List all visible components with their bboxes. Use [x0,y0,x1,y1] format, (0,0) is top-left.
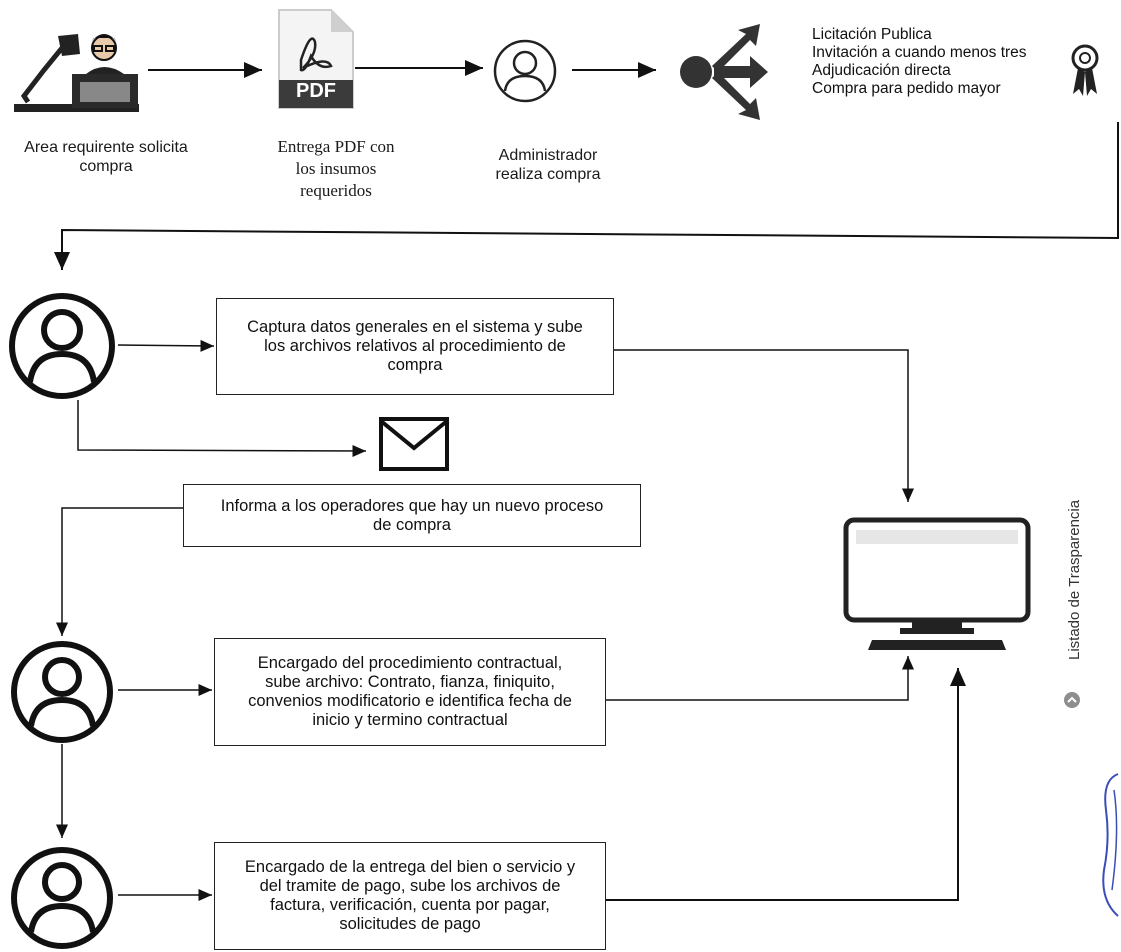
arrow-informa-to-person2 [56,507,183,636]
pdf-label: PDF [296,80,336,102]
envelope-icon [379,417,449,471]
chevron-up-icon [1067,696,1077,703]
arrow-to-captura [117,339,215,352]
caption-area-requirente: Area requirente solicita compra [24,139,188,175]
scroll-up-button[interactable] [1064,692,1080,708]
arrow-entrega-to-monitor [606,668,966,901]
caption-administrador: Administrador realiza compra [495,147,601,183]
worker-at-desk-icon [14,34,139,112]
user-circle-icon [493,39,557,103]
return-line [54,122,1119,270]
pdf-file-icon [278,9,354,109]
box-captura-datos: Captura datos generales en el sistema y … [216,298,614,395]
handwritten-mark [1102,773,1119,917]
listado-trasparencia-label: Listado de Trasparencia [1066,499,1083,660]
procedure-item: Compra para pedido mayor [812,80,1001,97]
box-encargado-contractual: Encargado del procedimiento contractual,… [214,638,606,746]
award-ribbon-icon [1071,44,1099,96]
arrow-contractual-to-monitor [606,656,914,701]
procedure-item: Invitación a cuando menos tres [812,44,1027,61]
arrow-captura-to-monitor [612,349,914,502]
monitor-icon [843,517,1031,650]
arrow-to-envelope [77,400,367,457]
box-informa-operadores: Informa a los operadores que hay un nuev… [183,484,641,547]
procedure-types-list: Licitación Publica Invitación a cuando m… [812,26,1027,98]
procedure-item: Adjudicación directa [812,62,951,79]
caption-entrega-pdf: Entrega PDF con los insumos requeridos [277,137,395,200]
procedure-item: Licitación Publica [812,26,932,43]
branch-arrows-icon [680,24,768,120]
box-encargado-entrega: Encargado de la entrega del bien o servi… [214,842,606,950]
person-icon [9,293,115,399]
person-icon [11,641,113,743]
person-icon [11,847,113,949]
